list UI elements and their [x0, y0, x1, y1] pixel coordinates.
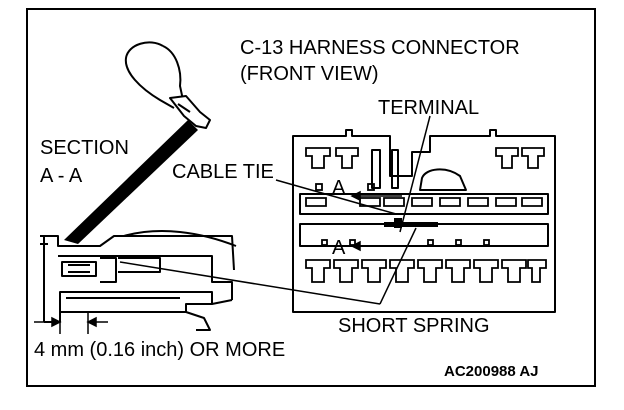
dimension-marks [34, 312, 108, 334]
section-marker-upper: A [332, 177, 346, 199]
cable-tie-strap-wedge [64, 120, 198, 244]
section-arrows [350, 190, 402, 252]
figure-frame [26, 8, 596, 387]
terminal-label: TERMINAL [378, 97, 479, 119]
connector-title-line2: (FRONT VIEW) [240, 63, 379, 85]
short-spring-label: SHORT SPRING [338, 315, 490, 337]
cable-tie-illustration [124, 41, 211, 129]
section-a-a-view [40, 230, 237, 331]
lower-terminal-row [305, 239, 547, 283]
section-label-line1: SECTION [40, 137, 129, 159]
short-spring-contact [394, 218, 402, 228]
leader-lines [119, 115, 431, 305]
section-label-line2: A - A [40, 165, 83, 187]
short-spring-bar [384, 222, 438, 227]
upper-terminal-row [305, 147, 545, 207]
section-marker-lower: A [332, 237, 346, 259]
figure-id: AC200988 AJ [444, 363, 539, 380]
cable-tie-label: CABLE TIE [172, 161, 274, 183]
connector-housing [292, 129, 556, 313]
connector-title-line1: C-13 HARNESS CONNECTOR [240, 37, 520, 59]
dimension-label: 4 mm (0.16 inch) OR MORE [34, 339, 285, 361]
